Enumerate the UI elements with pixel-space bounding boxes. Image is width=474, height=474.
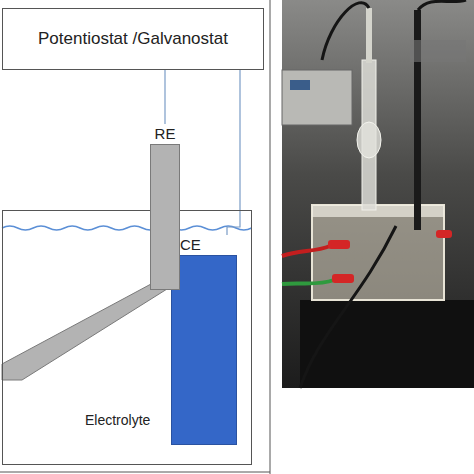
instrument-box: Potentiostat /Galvanostat <box>2 8 264 70</box>
electrode-label: CE <box>171 235 237 255</box>
panel-border <box>0 472 270 473</box>
counter-electrode: CE <box>171 235 237 445</box>
electrode-bar <box>171 255 237 445</box>
electrolyte-surface <box>2 226 252 230</box>
electrolyte-cell: Electrolyte CE <box>2 210 252 465</box>
photo <box>282 0 474 388</box>
reference-electrode: RE <box>150 124 180 290</box>
electrode-tip <box>2 284 175 380</box>
region-label: Electrolyte <box>85 412 150 428</box>
box-label: Potentiostat /Galvanostat <box>38 29 228 49</box>
wire <box>164 70 165 124</box>
panel-divider <box>270 0 271 474</box>
electrode-bar <box>150 144 180 290</box>
electrode-label: RE <box>150 124 180 144</box>
